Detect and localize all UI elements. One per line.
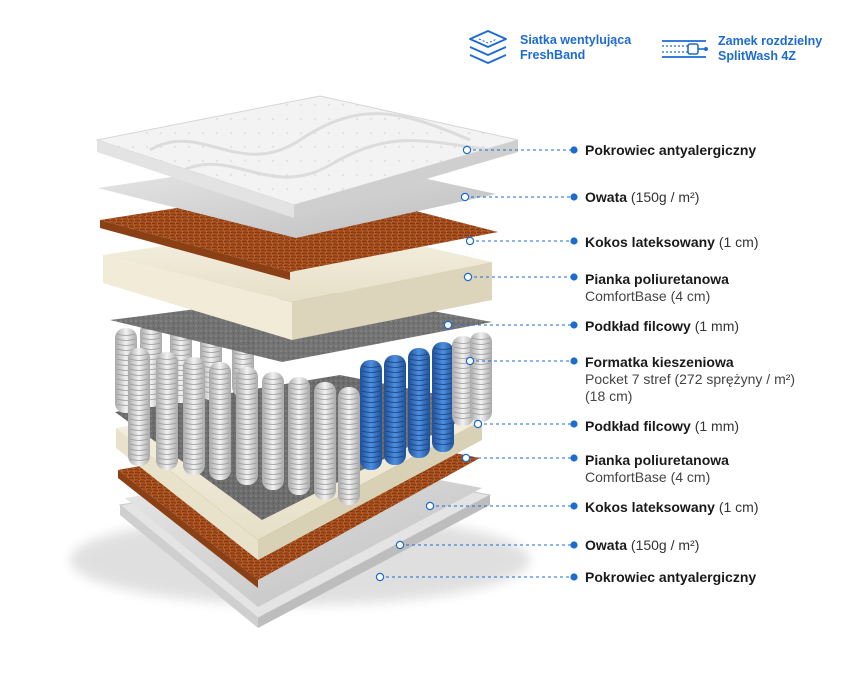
- label-felt-bottom: Podkład filcowy (1 mm): [585, 418, 835, 435]
- layer-sub: ComfortBase (4 cm): [585, 288, 711, 304]
- leader-end-dot: [570, 541, 578, 549]
- layer-sub: ComfortBase (4 cm): [585, 469, 711, 485]
- spring-coil: [314, 382, 336, 500]
- layer-spec: (1 cm): [718, 499, 759, 515]
- leader-end-dot: [570, 237, 578, 245]
- layer-name: Pianka poliuretanowa: [585, 271, 729, 287]
- leader-end-dot: [570, 357, 578, 365]
- leader-end-dot: [570, 573, 578, 581]
- layer-spec: (1 mm): [694, 418, 740, 434]
- leader-end-dot: [570, 273, 578, 281]
- spring-coil: [338, 387, 360, 505]
- feature-freshband: Siatka wentylująca FreshBand: [466, 28, 631, 68]
- leader-anchor-dot: [375, 572, 385, 582]
- layer-top-cover: [95, 95, 519, 218]
- feature-freshband-line2: FreshBand: [520, 48, 586, 62]
- spring-coil: [236, 367, 258, 485]
- label-felt-top: Podkład filcowy (1 mm): [585, 318, 835, 335]
- layer-name: Pokrowiec antyalergiczny: [585, 142, 757, 158]
- leader-anchor-dot: [463, 272, 473, 282]
- layer-name: Podkład filcowy: [585, 318, 691, 334]
- leader-anchor-dot: [425, 501, 435, 511]
- layer-sub: Pocket 7 stref (272 sprężyny / m²): [585, 371, 796, 387]
- leader-anchor-dot: [473, 419, 483, 429]
- spring-coil: [470, 332, 492, 422]
- spring-coil: [183, 357, 205, 475]
- layer-spec: (1 mm): [694, 318, 740, 334]
- leader-end-dot: [570, 193, 578, 201]
- leader-anchor-dot: [465, 236, 475, 246]
- layer-spec: (150g / m²): [630, 189, 700, 205]
- layer-name: Owata: [585, 537, 628, 553]
- label-foam-bottom: Pianka poliuretanowa ComfortBase (4 cm): [585, 452, 835, 486]
- leader-end-dot: [570, 321, 578, 329]
- spring-coil: [288, 377, 310, 495]
- label-cover-top: Pokrowiec antyalergiczny: [585, 142, 835, 159]
- layer-name: Owata: [585, 189, 628, 205]
- leader-anchor-dot: [465, 356, 475, 366]
- label-wadding-top: Owata (150g / m²): [585, 189, 835, 206]
- leader-end-dot: [570, 420, 578, 428]
- spring-coil: [262, 372, 284, 490]
- leader-anchor-dot: [462, 145, 472, 155]
- feature-splitwash-line1: Zamek rozdzielny: [718, 34, 823, 48]
- spring-coil-blue: [432, 342, 454, 452]
- label-foam-top: Pianka poliuretanowa ComfortBase (4 cm): [585, 271, 835, 305]
- zipper-icon: [662, 40, 708, 58]
- layer-name: Podkład filcowy: [585, 418, 691, 434]
- pocket-springs-block: [115, 312, 492, 505]
- layer-name: Formatka kieszeniowa: [585, 354, 734, 370]
- leader-anchor-dot: [461, 453, 471, 463]
- spring-coil: [156, 352, 178, 470]
- label-coco-bottom: Kokos lateksowany (1 cm): [585, 499, 835, 516]
- spring-coil: [128, 348, 150, 466]
- layer-spec: (1 cm): [718, 234, 759, 250]
- spring-coil: [209, 362, 231, 480]
- label-coco-top: Kokos lateksowany (1 cm): [585, 234, 835, 251]
- mesh-layers-icon: [469, 30, 507, 64]
- feature-freshband-line1: Siatka wentylująca: [520, 33, 632, 47]
- feature-splitwash-line2: SplitWash 4Z: [718, 49, 797, 63]
- layer-sub: (18 cm): [585, 388, 633, 404]
- leader-anchor-dot: [460, 192, 470, 202]
- leader-end-dot: [570, 146, 578, 154]
- leader-anchor-dot: [443, 320, 453, 330]
- layer-name: Pokrowiec antyalergiczny: [585, 569, 757, 585]
- leader-anchor-dot: [395, 540, 405, 550]
- feature-splitwash: Zamek rozdzielny SplitWash 4Z: [660, 34, 822, 64]
- label-cover-bottom: Pokrowiec antyalergiczny: [585, 569, 835, 586]
- spring-coil-blue: [408, 348, 430, 458]
- layer-name: Pianka poliuretanowa: [585, 452, 729, 468]
- leader-end-dot: [570, 454, 578, 462]
- label-pocket-springs: Formatka kieszeniowa Pocket 7 stref (272…: [585, 354, 835, 405]
- spring-coil-blue: [360, 360, 382, 470]
- label-wadding-bottom: Owata (150g / m²): [585, 537, 835, 554]
- leader-lines: [375, 145, 578, 582]
- spring-coil-blue: [384, 355, 406, 465]
- layer-name: Kokos lateksowany: [585, 234, 715, 250]
- layer-spec: (150g / m²): [630, 537, 700, 553]
- leader-end-dot: [570, 502, 578, 510]
- layer-name: Kokos lateksowany: [585, 499, 715, 515]
